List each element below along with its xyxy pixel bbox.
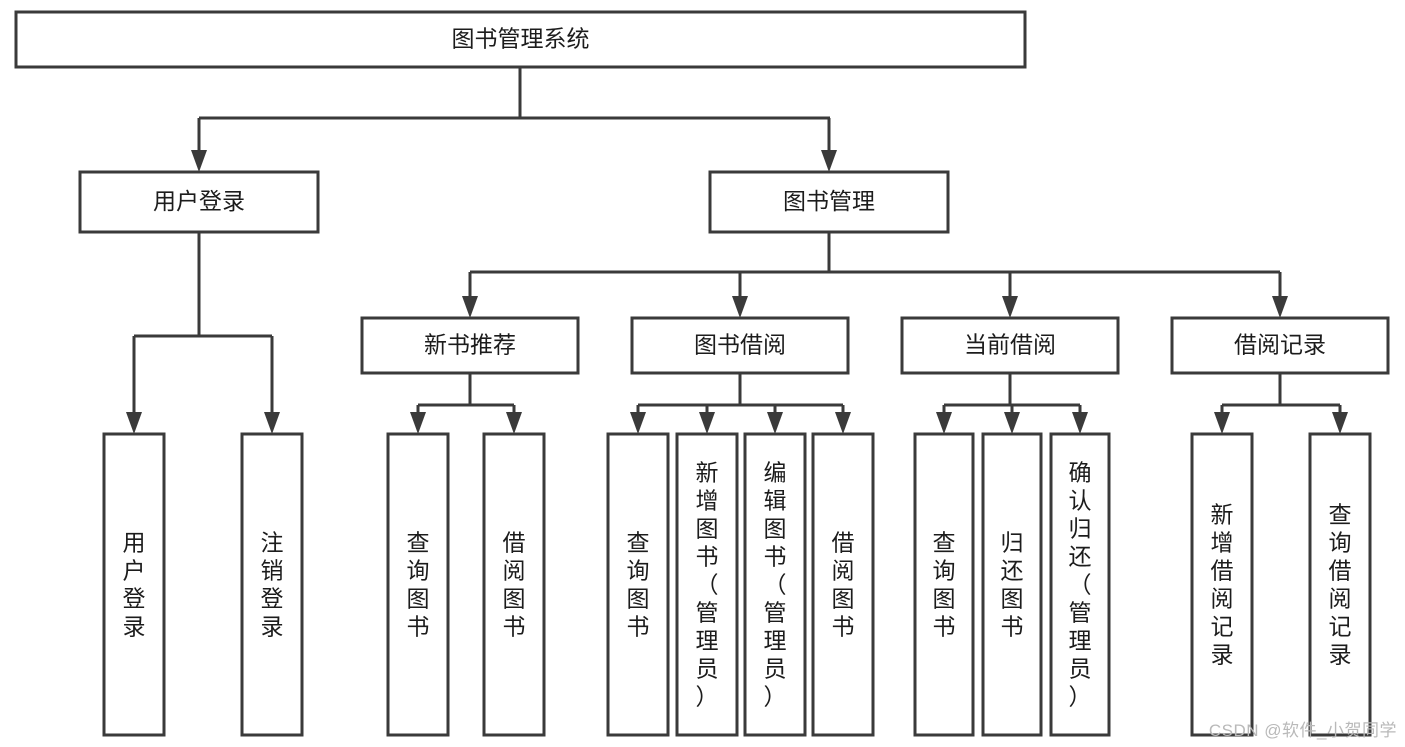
node-root[interactable]: 图书管理系统 <box>14 10 1027 69</box>
node-book-manage[interactable]: 图书管理 <box>708 170 950 234</box>
node-label-leaf-query-book-2: 查询图书 <box>627 530 650 640</box>
book-manage-bus <box>470 232 1280 274</box>
node-label-leaf-query-record: 查询借阅记录 <box>1329 502 1352 668</box>
node-label-book-borrow: 图书借阅 <box>694 332 786 358</box>
node-box-leaf-borrow-book-2[interactable] <box>811 432 875 737</box>
node-leaf-confirm-return[interactable]: 确认归还（管理员） <box>1049 432 1111 737</box>
node-new-book-rec[interactable]: 新书推荐 <box>360 316 580 375</box>
node-label-leaf-add-book: 新增图书（管理员） <box>696 460 719 710</box>
node-label-leaf-add-record: 新增借阅记录 <box>1211 502 1234 668</box>
arrow-to-leaf-add-book <box>699 412 715 434</box>
arrow-to-leaf-confirm-return <box>1072 412 1088 434</box>
node-box-new-book-rec[interactable] <box>360 316 580 375</box>
csdn-watermark: CSDN @软件_小贺同学 <box>1208 721 1397 740</box>
node-label-book-manage: 图书管理 <box>783 188 875 214</box>
node-book-borrow[interactable]: 图书借阅 <box>630 316 850 375</box>
arrow-to-leaf-query-book-2 <box>630 412 646 434</box>
node-leaf-edit-book[interactable]: 编辑图书（管理员） <box>743 432 807 737</box>
arrow-to-leaf-user-logout <box>264 412 280 434</box>
node-box-leaf-query-book-3[interactable] <box>913 432 975 737</box>
node-box-leaf-user-logout[interactable] <box>240 432 304 737</box>
arrow-to-book-manage <box>821 150 837 172</box>
arrow-to-leaf-query-book-3 <box>936 412 952 434</box>
node-label-leaf-query-book-3: 查询图书 <box>933 530 956 640</box>
node-box-user-login[interactable] <box>78 170 320 234</box>
arrow-to-borrow-record <box>1272 296 1288 318</box>
node-box-leaf-user-login[interactable] <box>102 432 166 737</box>
node-box-book-borrow[interactable] <box>630 316 850 375</box>
node-current-borrow[interactable]: 当前借阅 <box>900 316 1120 375</box>
arrow-to-leaf-borrow-book-1 <box>506 412 522 434</box>
node-box-leaf-confirm-return[interactable] <box>1049 432 1111 737</box>
node-label-root: 图书管理系统 <box>452 26 590 52</box>
node-label-borrow-record: 借阅记录 <box>1234 332 1326 358</box>
node-label-leaf-confirm-return: 确认归还（管理员） <box>1069 460 1092 710</box>
node-box-current-borrow[interactable] <box>900 316 1120 375</box>
node-box-leaf-query-book-1[interactable] <box>386 432 450 737</box>
node-label-leaf-user-login: 用户登录 <box>123 530 146 640</box>
node-label-leaf-return-book: 归还图书 <box>1001 530 1024 640</box>
node-leaf-borrow-book-1[interactable]: 借阅图书 <box>482 432 546 737</box>
arrow-to-leaf-query-book-1 <box>410 412 426 434</box>
arrow-to-user-login <box>191 150 207 172</box>
node-box-leaf-edit-book[interactable] <box>743 432 807 737</box>
node-user-login[interactable]: 用户登录 <box>78 170 320 234</box>
node-box-leaf-query-book-2[interactable] <box>606 432 670 737</box>
node-box-leaf-borrow-book-1[interactable] <box>482 432 546 737</box>
node-borrow-record[interactable]: 借阅记录 <box>1170 316 1390 375</box>
arrow-to-leaf-edit-book <box>767 412 783 434</box>
node-label-current-borrow: 当前借阅 <box>964 332 1056 358</box>
node-label-user-login: 用户登录 <box>153 188 245 214</box>
node-box-leaf-query-record[interactable] <box>1308 432 1372 737</box>
node-leaf-add-record[interactable]: 新增借阅记录 <box>1190 432 1254 737</box>
arrow-layer <box>126 150 1348 434</box>
node-box-root[interactable] <box>14 10 1027 69</box>
node-label-leaf-query-book-1: 查询图书 <box>407 530 430 640</box>
node-leaf-user-login[interactable]: 用户登录 <box>102 432 166 737</box>
node-leaf-query-book-1[interactable]: 查询图书 <box>386 432 450 737</box>
node-leaf-query-book-2[interactable]: 查询图书 <box>606 432 670 737</box>
arrow-to-leaf-return-book <box>1004 412 1020 434</box>
root-bus <box>199 67 830 120</box>
book-borrow-bus <box>638 373 843 407</box>
node-label-new-book-rec: 新书推荐 <box>424 332 516 358</box>
node-label-leaf-user-logout: 注销登录 <box>261 530 284 640</box>
node-leaf-borrow-book-2[interactable]: 借阅图书 <box>811 432 875 737</box>
node-box-leaf-add-book[interactable] <box>675 432 739 737</box>
node-box-leaf-return-book[interactable] <box>981 432 1043 737</box>
node-label-leaf-borrow-book-1: 借阅图书 <box>503 530 526 640</box>
node-leaf-return-book[interactable]: 归还图书 <box>981 432 1043 737</box>
arrow-to-leaf-borrow-book-2 <box>835 412 851 434</box>
node-leaf-query-record[interactable]: 查询借阅记录 <box>1308 432 1372 737</box>
new-book-rec-bus <box>418 373 514 407</box>
borrow-record-bus <box>1222 373 1340 407</box>
arrow-to-book-borrow <box>732 296 748 318</box>
node-box-leaf-add-record[interactable] <box>1190 432 1254 737</box>
node-layer: 图书管理系统用户登录图书管理新书推荐图书借阅当前借阅借阅记录用户登录注销登录查询… <box>14 10 1390 737</box>
node-box-borrow-record[interactable] <box>1170 316 1390 375</box>
arrow-to-current-borrow <box>1002 296 1018 318</box>
arrow-to-leaf-add-record <box>1214 412 1230 434</box>
node-leaf-user-logout[interactable]: 注销登录 <box>240 432 304 737</box>
node-leaf-query-book-3[interactable]: 查询图书 <box>913 432 975 737</box>
node-box-book-manage[interactable] <box>708 170 950 234</box>
user-login-bus <box>134 232 272 338</box>
arrow-to-leaf-query-record <box>1332 412 1348 434</box>
node-leaf-add-book[interactable]: 新增图书（管理员） <box>675 432 739 737</box>
current-borrow-bus <box>944 373 1080 407</box>
arrow-to-new-book-rec <box>462 296 478 318</box>
arrow-to-leaf-user-login <box>126 412 142 434</box>
node-label-leaf-edit-book: 编辑图书（管理员） <box>764 460 787 710</box>
node-label-leaf-borrow-book-2: 借阅图书 <box>832 530 855 640</box>
